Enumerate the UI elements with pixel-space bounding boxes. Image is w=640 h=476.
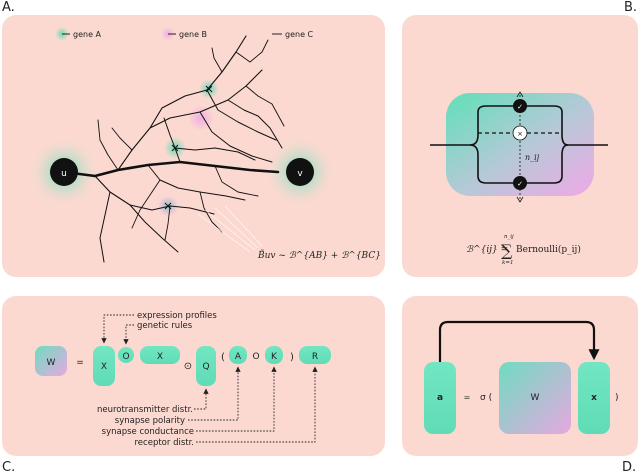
gene-b-glow-1 <box>188 105 214 131</box>
panel-d-eq: = <box>464 393 471 402</box>
panel-d-close: ) <box>615 393 619 403</box>
panel-b-n-label: n_ij <box>525 153 540 162</box>
panel-c-r-box <box>299 346 331 364</box>
panel-c-xt: X <box>157 352 163 362</box>
annotation-expression-profiles: expression profiles <box>137 311 217 321</box>
panel-a-formula: B̃uv ~ ℬ^{AB} + ℬ^{BC} <box>257 249 381 261</box>
node-u-label: u <box>61 169 67 179</box>
panel-c-odot3: O <box>252 352 259 362</box>
panel-d-x: x <box>591 393 597 403</box>
legend-gene-c: gene C <box>285 30 314 39</box>
neuron-arbor <box>62 35 285 263</box>
panel-c-q: Q <box>202 362 209 372</box>
panel-c-a: A <box>235 352 242 362</box>
annotation-synapse-polarity: synapse polarity <box>115 416 185 426</box>
annotation-genetic-rules: genetic rules <box>137 321 193 331</box>
panel-c-k-box <box>265 346 283 364</box>
panel-c-label: C. <box>2 460 16 475</box>
annotation-receptor-distr: receptor distr. <box>135 438 195 448</box>
annotation-synapse-conductance: synapse conductance <box>102 427 194 437</box>
panel-d-w-box <box>499 362 571 434</box>
panel-b-gradient-box <box>446 93 594 196</box>
panel-d-x-box <box>578 362 610 434</box>
panel-b-check-top: ✓ <box>517 103 523 111</box>
panel-a-legend: gene A gene B gene C <box>55 27 314 41</box>
panel-c-a-box <box>229 346 247 364</box>
panel-c-q-box <box>196 346 216 386</box>
panel-c-paren-open: ( <box>221 352 225 363</box>
panel-b-cross: × <box>517 130 523 138</box>
node-v <box>286 158 314 186</box>
panel-c-k: K <box>271 352 278 362</box>
panel-b-sum-bottom: k=1 <box>502 260 513 266</box>
panel-c-odot1-bg <box>118 347 134 363</box>
legend-gene-b: gene B <box>179 30 207 39</box>
panel-c-odot1: O <box>122 352 129 362</box>
panel-a-label: A. <box>2 0 15 15</box>
panel-b-cross-node <box>512 125 528 141</box>
panel-d-w: W <box>531 393 540 403</box>
panel-c-w-box <box>35 346 67 376</box>
panel-c-eq: = <box>76 358 84 368</box>
panel-d-feedback-arrow <box>438 320 600 362</box>
panel-b-check-bottom-node <box>513 176 527 190</box>
panel-c-xt-box <box>140 346 180 364</box>
panel-d-a-box <box>424 362 456 434</box>
panel-d-a: a <box>437 393 443 403</box>
panel-d-sigma: σ ( <box>480 393 492 403</box>
panel-b-formula-rhs: Bernoulli(p_ij) <box>516 244 581 255</box>
node-u <box>50 158 78 186</box>
panel-c-paren-close: ) <box>290 352 294 363</box>
panel-c-odot2: ⊙ <box>184 361 192 372</box>
gene-expression-glows <box>157 79 219 217</box>
panel-c-w: W <box>47 358 56 368</box>
panel-c <box>2 296 385 456</box>
panel-b-arrow-up <box>516 91 524 98</box>
panel-c-x: X <box>101 362 107 372</box>
panel-b-sum-symbol: ∑ <box>501 241 513 260</box>
panel-b-arrow-down <box>516 196 524 203</box>
panel-c-x-box <box>93 346 115 386</box>
panel-b-label: B. <box>624 0 638 15</box>
panel-b-formula-lhs: ℬ^{ij} = <box>466 245 508 255</box>
panel-c-dotted-arrows <box>101 314 318 443</box>
legend-gene-a: gene A <box>73 30 102 39</box>
panel-b-sum-top: n_ij <box>504 234 514 240</box>
panel-d-label: D. <box>622 460 637 475</box>
node-v-label: v <box>297 169 303 179</box>
crossing-marks <box>164 85 213 210</box>
panel-c-r: R <box>312 352 318 362</box>
panel-b-check-bottom: ✓ <box>517 180 523 188</box>
panel-b-check-top-node <box>513 99 527 113</box>
annotation-rays <box>197 205 263 253</box>
annotation-neurotransmitter: neurotransmitter distr. <box>97 405 193 415</box>
